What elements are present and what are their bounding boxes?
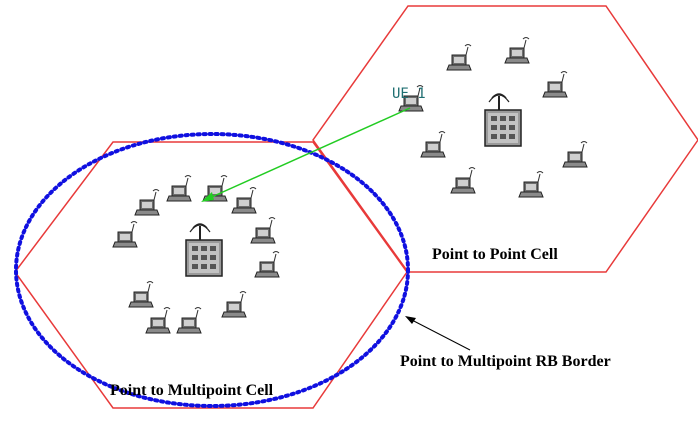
ue-laptop-icon <box>504 37 530 64</box>
ue-laptop-icon <box>221 291 247 318</box>
rb-border-pointer-arrowhead <box>405 316 416 324</box>
rb-border-ellipse <box>14 132 410 408</box>
ue-laptop-icon <box>562 141 588 168</box>
ue-laptop-icon <box>166 175 192 202</box>
rb-border-pointer <box>407 317 471 351</box>
p2p-cell-label: Point to Point Cell <box>432 246 558 263</box>
ue-laptop-icon <box>134 189 160 216</box>
ue-laptop-icon <box>254 251 280 278</box>
ue-laptop-icon <box>450 167 476 194</box>
ue-laptop-icon <box>542 71 568 98</box>
ue-laptop-icon <box>145 307 171 334</box>
p2mp-base-station-icon <box>185 223 223 277</box>
ue1-link-arrowhead <box>201 192 214 202</box>
p2mp-cell-label: Point to Multipoint Cell <box>110 382 274 399</box>
ue-laptop-icon <box>231 187 257 214</box>
ue1-label: UE 1 <box>392 86 426 102</box>
p2p-base-station-icon <box>484 93 522 147</box>
ue-laptop-icon <box>112 221 138 248</box>
ue-laptop-icon <box>176 307 202 334</box>
ue-laptop-icon <box>128 281 154 308</box>
ue-laptop-icon <box>446 44 472 71</box>
ue-laptop-icon <box>518 171 544 198</box>
ue-laptop-icon <box>420 131 446 158</box>
p2p-cell-boundary <box>312 5 698 273</box>
ue-laptop-icon <box>250 217 276 244</box>
rb-border-label: Point to Multipoint RB Border <box>400 353 611 370</box>
ue1-handover-link <box>204 107 411 201</box>
